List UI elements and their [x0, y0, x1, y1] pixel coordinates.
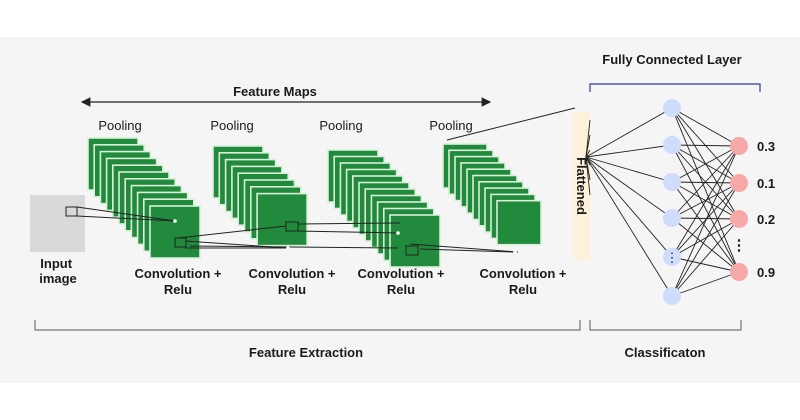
dense-edge [671, 256, 740, 273]
input-edge [585, 156, 673, 297]
input-patch [65, 206, 78, 217]
hidden-node [663, 99, 681, 117]
dense-edge [671, 144, 740, 147]
hidden-node [663, 136, 681, 154]
classification-brace [589, 320, 742, 331]
input-label: Input image [39, 256, 77, 286]
output-value: 0.9 [757, 265, 775, 280]
fully-connected-brace [589, 83, 761, 92]
dense-edge [671, 218, 740, 297]
output-node [730, 210, 748, 228]
feature-maps-label: Feature Maps [233, 84, 317, 99]
dense-edge [671, 217, 740, 220]
flatten-edge [585, 149, 591, 158]
hidden-node [663, 209, 681, 227]
feature-map-layer [149, 205, 201, 259]
dense-edge [671, 145, 740, 297]
dense-edge [671, 144, 740, 273]
dense-edge [671, 107, 740, 147]
input-edge [585, 107, 673, 158]
dense-edge [671, 181, 740, 273]
dense-edge [671, 107, 740, 273]
convolution-relu-label: Convolution +Relu [134, 266, 221, 297]
network-edges [585, 107, 740, 297]
dense-edge [671, 217, 740, 273]
receptive-field-dots [173, 219, 517, 254]
input-edge [585, 156, 673, 258]
output-node [730, 263, 748, 281]
pooling-label: Pooling [319, 118, 362, 133]
pooling-label: Pooling [210, 118, 253, 133]
output-node [730, 174, 748, 192]
hidden-node [663, 287, 681, 305]
receptive-field-lines [76, 206, 519, 253]
flatten-edge [585, 134, 591, 158]
output-ellipsis: ⋮ [732, 237, 747, 254]
dense-edge [671, 271, 740, 297]
input-image [30, 195, 85, 252]
hidden-ellipsis: ⋮ [666, 250, 679, 265]
pooling-label: Pooling [429, 118, 472, 133]
output-node [730, 137, 748, 155]
input-edge [585, 144, 673, 158]
dense-edge [671, 218, 740, 258]
classification-label: Classificaton [625, 345, 706, 360]
flattened-label: Flattened [574, 157, 589, 215]
convolution-relu-label: Convolution +Relu [479, 266, 566, 297]
feature-extraction-label: Feature Extraction [249, 345, 363, 360]
dense-edge [671, 182, 740, 219]
output-value: 0.3 [757, 139, 775, 154]
dense-edge [671, 145, 740, 258]
fully-connected-label: Fully Connected Layer [602, 52, 741, 67]
receptive-field-boxes [174, 221, 419, 256]
hidden-node [663, 248, 681, 266]
feature-map-layer [389, 214, 441, 268]
output-value: 0.2 [757, 212, 775, 227]
dense-edge [671, 182, 740, 297]
input-edge [585, 156, 673, 183]
feature-map-layer [256, 192, 308, 247]
convolution-relu-label: Convolution +Relu [248, 266, 335, 297]
flatten-edge [585, 156, 591, 196]
pooling-label: Pooling [98, 118, 141, 133]
hidden-node [663, 173, 681, 191]
input-edge [585, 156, 673, 219]
feature-extraction-brace [34, 320, 581, 331]
feature-map-layer [496, 199, 542, 246]
output-value: 0.1 [757, 176, 775, 191]
dense-edge [671, 145, 740, 183]
convolution-relu-label: Convolution +Relu [357, 266, 444, 297]
dense-edge [671, 145, 740, 219]
flattened-layer [573, 112, 590, 260]
flatten-guide-line [446, 107, 576, 141]
